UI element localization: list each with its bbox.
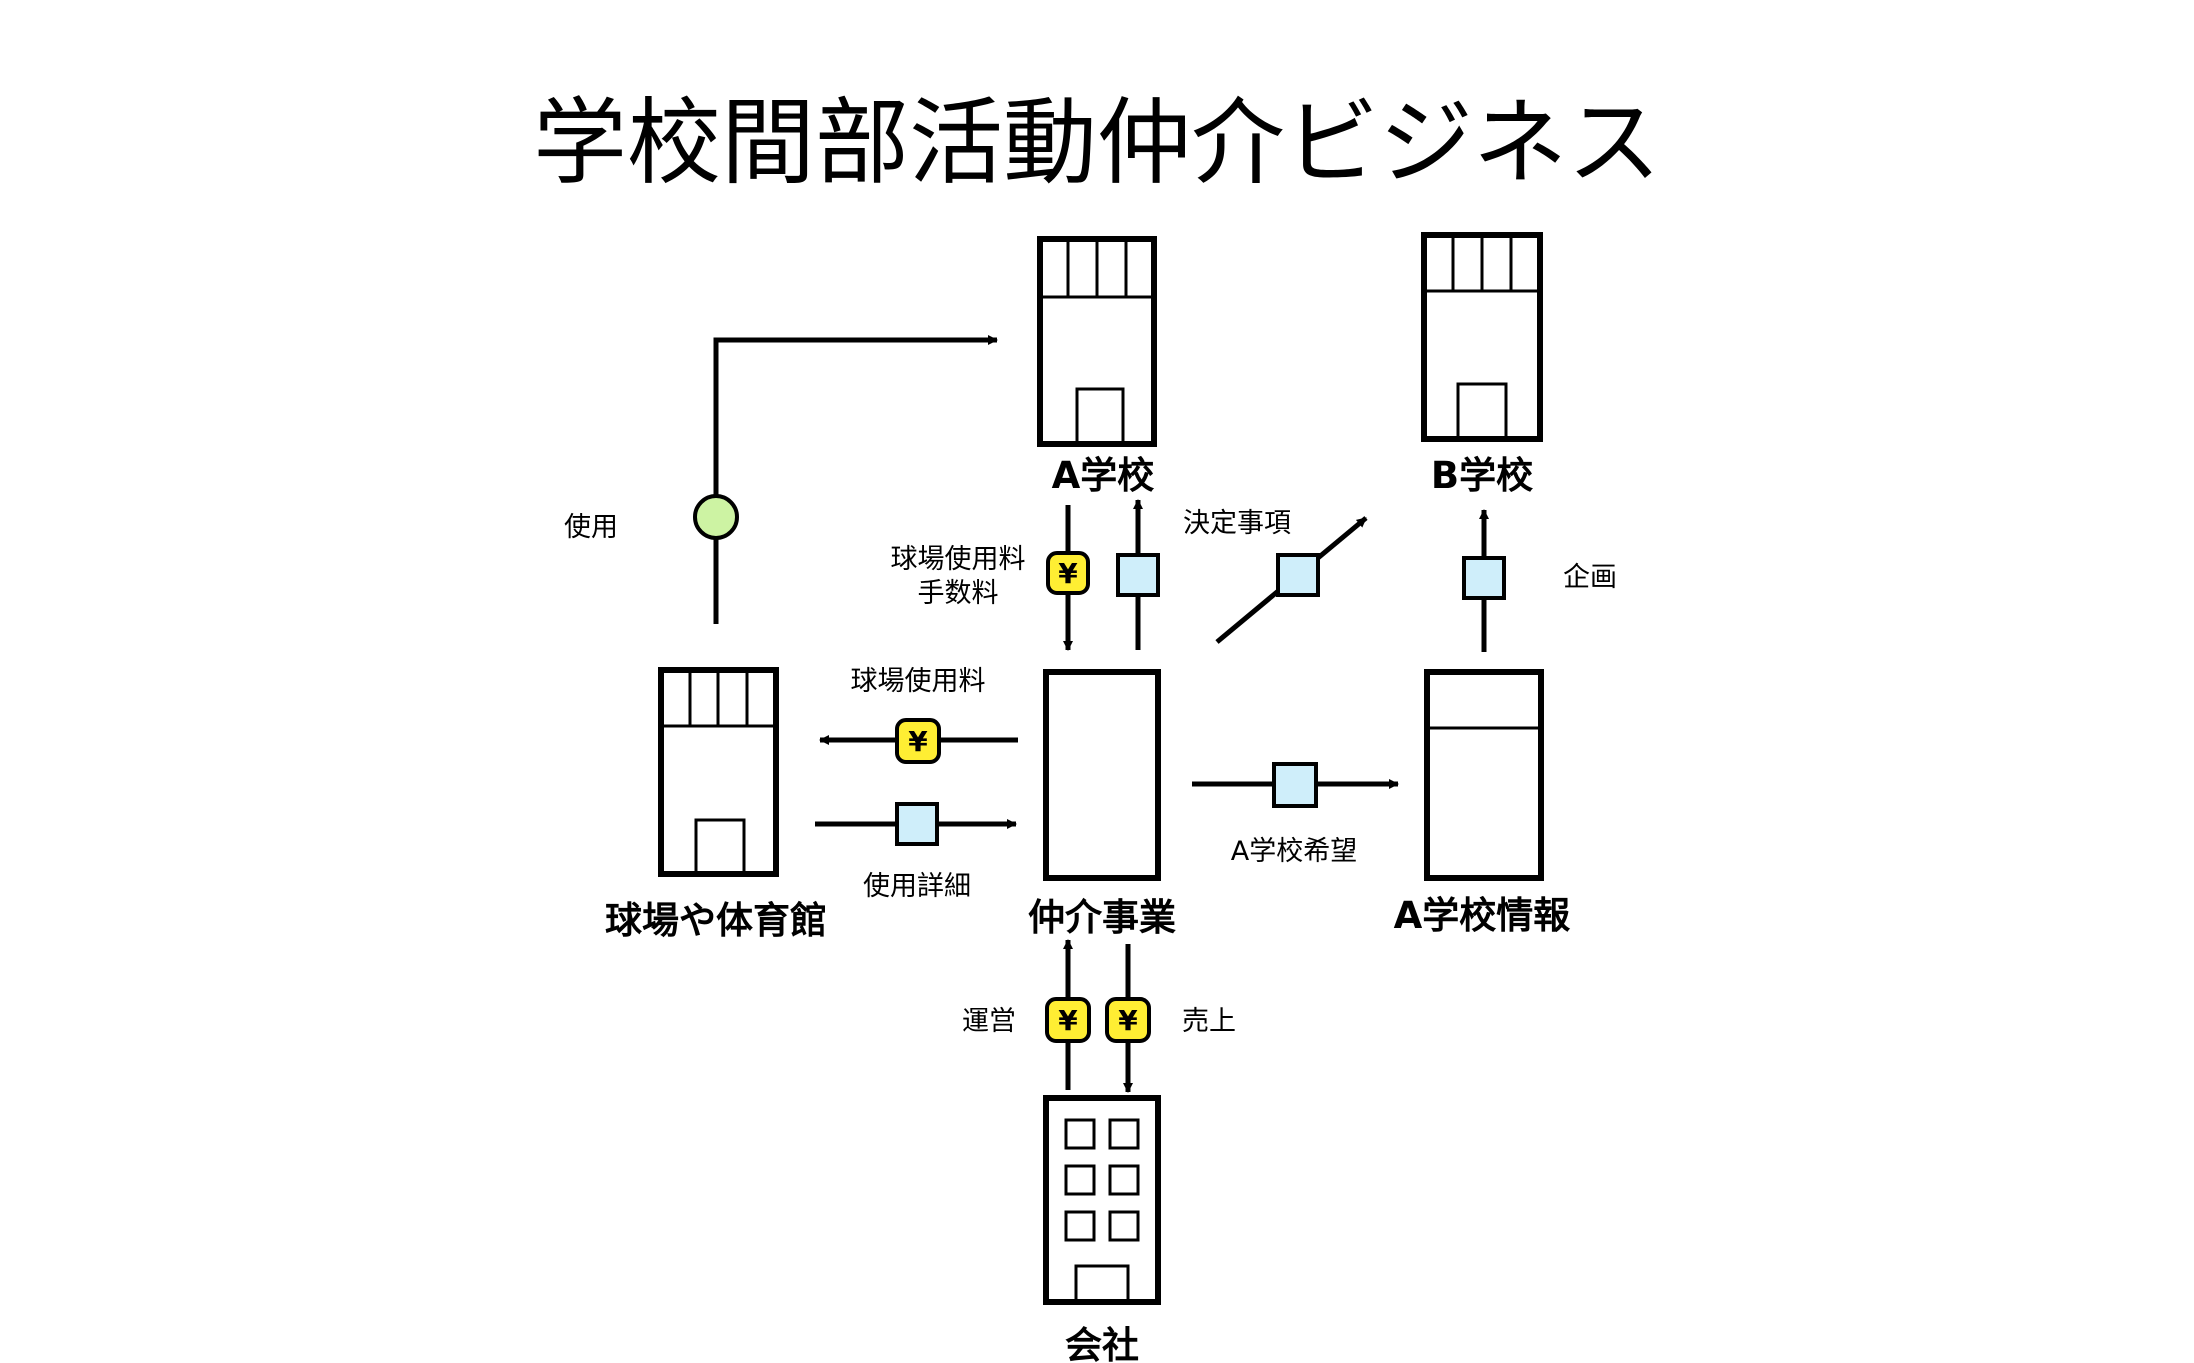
info-square-icon: [1116, 553, 1160, 597]
usage-square-icon: [895, 802, 939, 846]
school-a-building-icon: [1037, 236, 1157, 447]
school-b-label: B学校: [1431, 454, 1533, 497]
operation-label: 運営: [962, 1006, 1016, 1037]
yen-icon: ¥: [908, 725, 928, 758]
venue-fee-flow: ¥: [819, 718, 1018, 764]
info-to-school-a-flow: [1116, 499, 1160, 650]
use-circle-icon: [693, 494, 739, 540]
broker-box: [1043, 669, 1161, 881]
yen-icon: ¥: [1058, 557, 1078, 590]
fee-label-line2: 手数料: [918, 578, 999, 609]
yen-icon: ¥: [1118, 1004, 1138, 1037]
sales-flow: ¥: [1105, 944, 1151, 1093]
sales-label: 売上: [1182, 1006, 1236, 1037]
usage-details-flow: [815, 802, 1017, 846]
use-connector: [693, 335, 998, 624]
request-square-icon: [1272, 762, 1318, 808]
request-label: A学校希望: [1231, 836, 1357, 867]
venue-fee-label: 球場使用料: [851, 666, 986, 697]
request-flow: [1192, 762, 1399, 808]
venue-label: 球場や体育館: [605, 899, 827, 942]
school-a-label: A学校: [1052, 454, 1155, 497]
yen-badge: [895, 718, 941, 764]
yen-badge: [1105, 997, 1151, 1043]
company-building-icon: [1043, 1095, 1161, 1305]
school-b-building-icon: [1421, 232, 1543, 442]
diagram-title: 学校間部活動仲介ビジネス: [533, 89, 1661, 198]
yen-badge: [1045, 997, 1091, 1043]
info-label: A学校情報: [1394, 894, 1571, 937]
fee-commission-flow: ¥: [1046, 505, 1090, 651]
yen-icon: ¥: [1058, 1004, 1078, 1037]
info-database-icon: [1424, 669, 1544, 881]
decision-flow: [1215, 516, 1368, 644]
venue-building-icon: [658, 667, 779, 877]
yen-badge: [1046, 551, 1090, 595]
use-label: 使用: [564, 512, 618, 543]
company-label: 会社: [1065, 1324, 1139, 1363]
operation-flow: ¥: [1045, 939, 1091, 1090]
plan-flow: [1462, 509, 1506, 652]
usage-details-label: 使用詳細: [863, 871, 971, 902]
broker-label: 仲介事業: [1028, 896, 1176, 939]
fee-label-line1: 球場使用料: [891, 544, 1026, 575]
plan-square-icon: [1462, 556, 1506, 600]
decision-label: 決定事項: [1183, 508, 1291, 539]
plan-label: 企画: [1563, 562, 1617, 593]
decision-square-icon: [1276, 553, 1320, 597]
